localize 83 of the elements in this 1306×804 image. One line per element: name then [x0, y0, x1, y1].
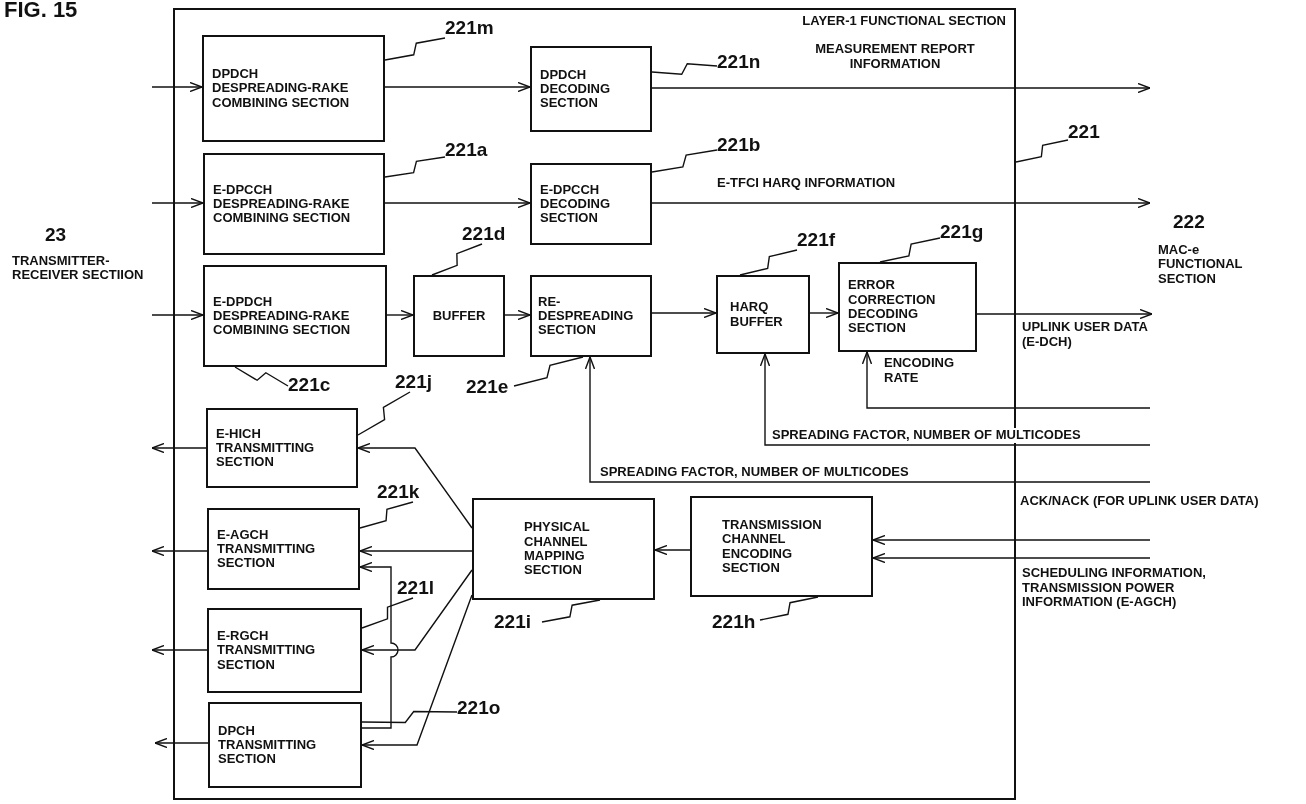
arrow — [654, 544, 691, 556]
arrow — [361, 594, 473, 751]
process-box: E-RGCH TRANSMITTING SECTION — [207, 608, 362, 693]
arrow — [151, 81, 203, 93]
callout-number: 23 — [45, 225, 67, 246]
process-box: E-DPCCH DESPREADING-RAKE COMBINING SECTION — [203, 153, 385, 255]
callout-number: 222 — [1173, 212, 1205, 233]
reference-numeral: 221g — [940, 222, 984, 241]
reference-numeral: 221n — [717, 52, 761, 71]
figure-title: FIG. 15 — [4, 0, 78, 23]
arrow — [151, 644, 208, 656]
arrow — [861, 351, 1151, 409]
reference-numeral: 221j — [395, 372, 432, 391]
process-box: DPDCH DECODING SECTION — [530, 46, 652, 132]
leader-line — [513, 356, 584, 387]
reference-numeral: 221a — [445, 140, 488, 159]
block-label: TRANSMITTER-RECEIVER SECTIION — [12, 254, 145, 283]
arrow — [359, 561, 399, 729]
arrow — [384, 81, 531, 93]
process-box: RE-DESPREADING SECTION — [530, 275, 652, 357]
arrow — [759, 353, 1151, 446]
reference-numeral: 221b — [717, 135, 761, 154]
arrow — [357, 442, 473, 529]
arrow — [151, 197, 204, 209]
leader-line — [384, 37, 446, 61]
reference-numeral: 221o — [457, 698, 501, 717]
leader-line — [357, 391, 411, 436]
leader-line — [361, 597, 414, 629]
arrow — [651, 307, 717, 319]
process-box: DPDCH DESPREADING-RAKE COMBINING SECTION — [202, 35, 385, 142]
process-box: TRANSMISSION CHANNEL ENCODING SECTION — [690, 496, 873, 597]
process-box: E-HICH TRANSMITTING SECTION — [206, 408, 358, 488]
leader-line — [541, 599, 601, 623]
arrow — [872, 534, 1151, 546]
leader-line — [431, 243, 483, 276]
reference-numeral: 221k — [377, 482, 420, 501]
arrow — [809, 307, 839, 319]
leader-line — [1015, 139, 1069, 163]
leader-line — [384, 156, 446, 178]
arrow — [651, 197, 1151, 209]
process-box: HARQ BUFFER — [716, 275, 810, 354]
reference-numeral: 221h — [712, 612, 756, 631]
reference-numeral: 221i — [494, 612, 531, 631]
arrow — [359, 545, 473, 557]
arrow — [361, 569, 473, 656]
leader-line — [361, 710, 458, 724]
process-box: E-DPDCH DESPREADING-RAKE COMBINING SECTION — [203, 265, 387, 367]
block-label: MAC-e FUNCTIONAL SECTION — [1158, 243, 1244, 286]
reference-numeral: 221e — [466, 377, 509, 396]
edge-label: E-TFCI HARQ INFORMATION — [715, 176, 898, 191]
arrow — [386, 309, 414, 321]
leader-line — [739, 249, 798, 276]
reference-numeral: 221 — [1068, 122, 1100, 141]
reference-numeral: 221m — [445, 18, 494, 37]
edge-label: SPREADING FACTOR, NUMBER OF MULTICODES — [770, 428, 1083, 443]
process-box: DPCH TRANSMITTING SECTION — [208, 702, 362, 788]
arrow — [976, 308, 1153, 320]
process-box: ERROR CORRECTION DECODING SECTION — [838, 262, 977, 352]
leader-line — [651, 149, 718, 173]
process-box: PHYSICAL CHANNEL MAPPING SECTION — [472, 498, 655, 600]
reference-numeral: 221d — [462, 224, 506, 243]
process-box: E-AGCH TRANSMITTING SECTION — [207, 508, 360, 590]
reference-numeral: 221f — [797, 230, 836, 249]
arrow — [651, 82, 1151, 94]
arrow — [151, 545, 208, 557]
arrow — [384, 197, 531, 209]
leader-line — [359, 501, 414, 529]
leader-line — [879, 237, 941, 263]
leader-line — [234, 366, 289, 387]
arrow — [504, 309, 531, 321]
reference-numeral: 221c — [288, 375, 331, 394]
leader-line — [651, 63, 718, 75]
arrow — [151, 309, 204, 321]
arrow — [872, 552, 1151, 564]
leader-line — [759, 596, 819, 621]
arrow — [154, 737, 209, 749]
arrow — [151, 442, 207, 454]
process-box: E-DPCCH DECODING SECTION — [530, 163, 652, 245]
edge-label: SPREADING FACTOR, NUMBER OF MULTICODES — [598, 465, 911, 480]
section-label: LAYER-1 FUNCTIONAL SECTION — [802, 13, 1006, 28]
arrow — [584, 356, 1151, 483]
process-box: BUFFER — [413, 275, 505, 357]
reference-numeral: 221l — [397, 578, 434, 597]
